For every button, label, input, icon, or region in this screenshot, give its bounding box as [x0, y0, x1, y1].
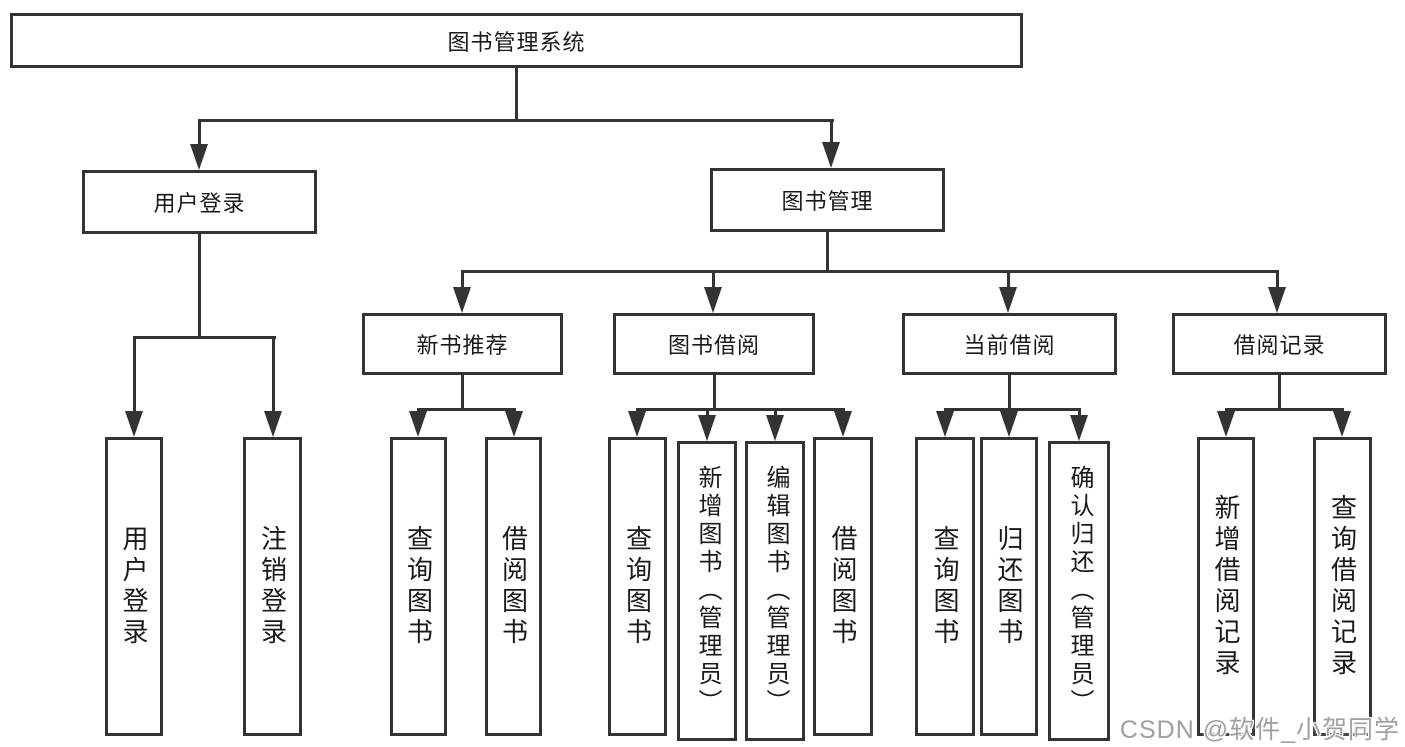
- leaf-return-book: 归还图书: [980, 437, 1038, 736]
- leaf-add-borrow-record-label: 新增借阅记录: [1211, 493, 1241, 680]
- arrow-down-icon: [409, 411, 427, 437]
- node-borrow-records: 借阅记录: [1172, 313, 1387, 375]
- arrow-down-icon: [999, 287, 1017, 313]
- arrow-down-icon: [264, 411, 282, 437]
- arrow-down-icon: [1000, 411, 1018, 437]
- connector-line: [133, 336, 136, 414]
- connector-line: [461, 270, 464, 290]
- connector-line: [461, 270, 1279, 273]
- watermark: CSDN @软件_小贺同学: [1119, 716, 1400, 744]
- arrow-down-icon: [698, 415, 716, 441]
- connector-line: [417, 408, 516, 411]
- connector-line: [713, 375, 716, 411]
- node-book-borrow: 图书借阅: [613, 313, 815, 375]
- connector-line: [636, 408, 845, 411]
- arrow-down-icon: [1268, 287, 1286, 313]
- arrow-down-icon: [190, 144, 208, 170]
- leaf-borrow-books: 借阅图书: [485, 437, 542, 736]
- node-book-borrow-label: 图书借阅: [667, 333, 760, 358]
- leaf-edit-book-admin-label: 编辑图书（管理员）: [762, 465, 789, 717]
- node-new-book-recommend: 新书推荐: [362, 313, 563, 375]
- arrow-down-icon: [704, 287, 722, 313]
- connector-line: [944, 408, 1081, 411]
- leaf-query-borrow-record: 查询借阅记录: [1313, 437, 1372, 736]
- branch-book-management-label: 图书管理: [781, 189, 874, 214]
- leaf-query-books-label: 查询图书: [622, 524, 653, 649]
- leaf-edit-book-admin: 编辑图书（管理员）: [745, 441, 805, 741]
- leaf-user-login-label: 用户登录: [119, 524, 149, 649]
- arrow-down-icon: [453, 287, 471, 313]
- connector-line: [198, 119, 201, 149]
- leaf-logout-label: 注销登录: [257, 524, 288, 649]
- leaf-user-login: 用户登录: [105, 437, 163, 736]
- branch-book-management: 图书管理: [710, 168, 945, 232]
- leaf-query-books: 查询图书: [608, 437, 667, 736]
- node-current-borrow: 当前借阅: [902, 313, 1117, 375]
- connector-line: [706, 408, 709, 420]
- connector-line: [198, 119, 834, 122]
- branch-user-login: 用户登录: [82, 170, 317, 234]
- arrow-down-icon: [1070, 415, 1088, 441]
- arrow-down-icon: [1333, 411, 1351, 437]
- leaf-borrow-books-label: 借阅图书: [828, 524, 858, 649]
- connector-line: [830, 119, 833, 147]
- connector-line: [133, 336, 276, 339]
- leaf-confirm-return-admin-label: 确认归还（管理员）: [1066, 465, 1093, 717]
- connector-line: [1278, 375, 1281, 411]
- leaf-add-borrow-record: 新增借阅记录: [1197, 437, 1255, 736]
- leaf-query-books-label: 查询图书: [403, 524, 434, 649]
- branch-user-login-label: 用户登录: [153, 191, 246, 216]
- node-current-borrow-label: 当前借阅: [963, 333, 1056, 358]
- connector-line: [272, 336, 275, 414]
- connector-line: [1276, 270, 1279, 290]
- leaf-query-books: 查询图书: [915, 437, 975, 736]
- leaf-add-book-admin: 新增图书（管理员）: [677, 441, 737, 741]
- connector-line: [461, 375, 464, 411]
- arrow-down-icon: [628, 411, 646, 437]
- leaf-borrow-books: 借阅图书: [813, 437, 873, 736]
- arrow-down-icon: [766, 415, 784, 441]
- connector-line: [826, 232, 829, 273]
- connector-line: [1008, 375, 1011, 411]
- arrow-down-icon: [822, 142, 840, 168]
- leaf-logout: 注销登录: [243, 437, 302, 736]
- connector-line: [1225, 408, 1344, 411]
- connector-line: [198, 234, 201, 339]
- node-borrow-records-label: 借阅记录: [1233, 333, 1326, 358]
- leaf-query-books-label: 查询图书: [930, 524, 960, 649]
- connector-line: [1078, 408, 1081, 420]
- arrow-down-icon: [1217, 411, 1235, 437]
- node-new-book-recommend-label: 新书推荐: [416, 333, 509, 358]
- connector-line: [712, 270, 715, 290]
- root-node-label: 图书管理系统: [447, 29, 586, 55]
- leaf-query-books: 查询图书: [390, 437, 447, 736]
- leaf-add-book-admin-label: 新增图书（管理员）: [694, 465, 721, 717]
- connector-line: [1007, 270, 1010, 290]
- leaf-query-borrow-record-label: 查询借阅记录: [1327, 493, 1358, 680]
- root-node-library-system: 图书管理系统: [10, 13, 1023, 68]
- arrow-down-icon: [834, 411, 852, 437]
- leaf-return-book-label: 归还图书: [994, 524, 1024, 649]
- arrow-down-icon: [505, 411, 523, 437]
- arrow-down-icon: [936, 411, 954, 437]
- connector-line: [774, 408, 777, 420]
- connector-line: [515, 68, 518, 122]
- leaf-confirm-return-admin: 确认归还（管理员）: [1048, 441, 1110, 741]
- arrow-down-icon: [125, 411, 143, 437]
- leaf-borrow-books-label: 借阅图书: [498, 524, 529, 649]
